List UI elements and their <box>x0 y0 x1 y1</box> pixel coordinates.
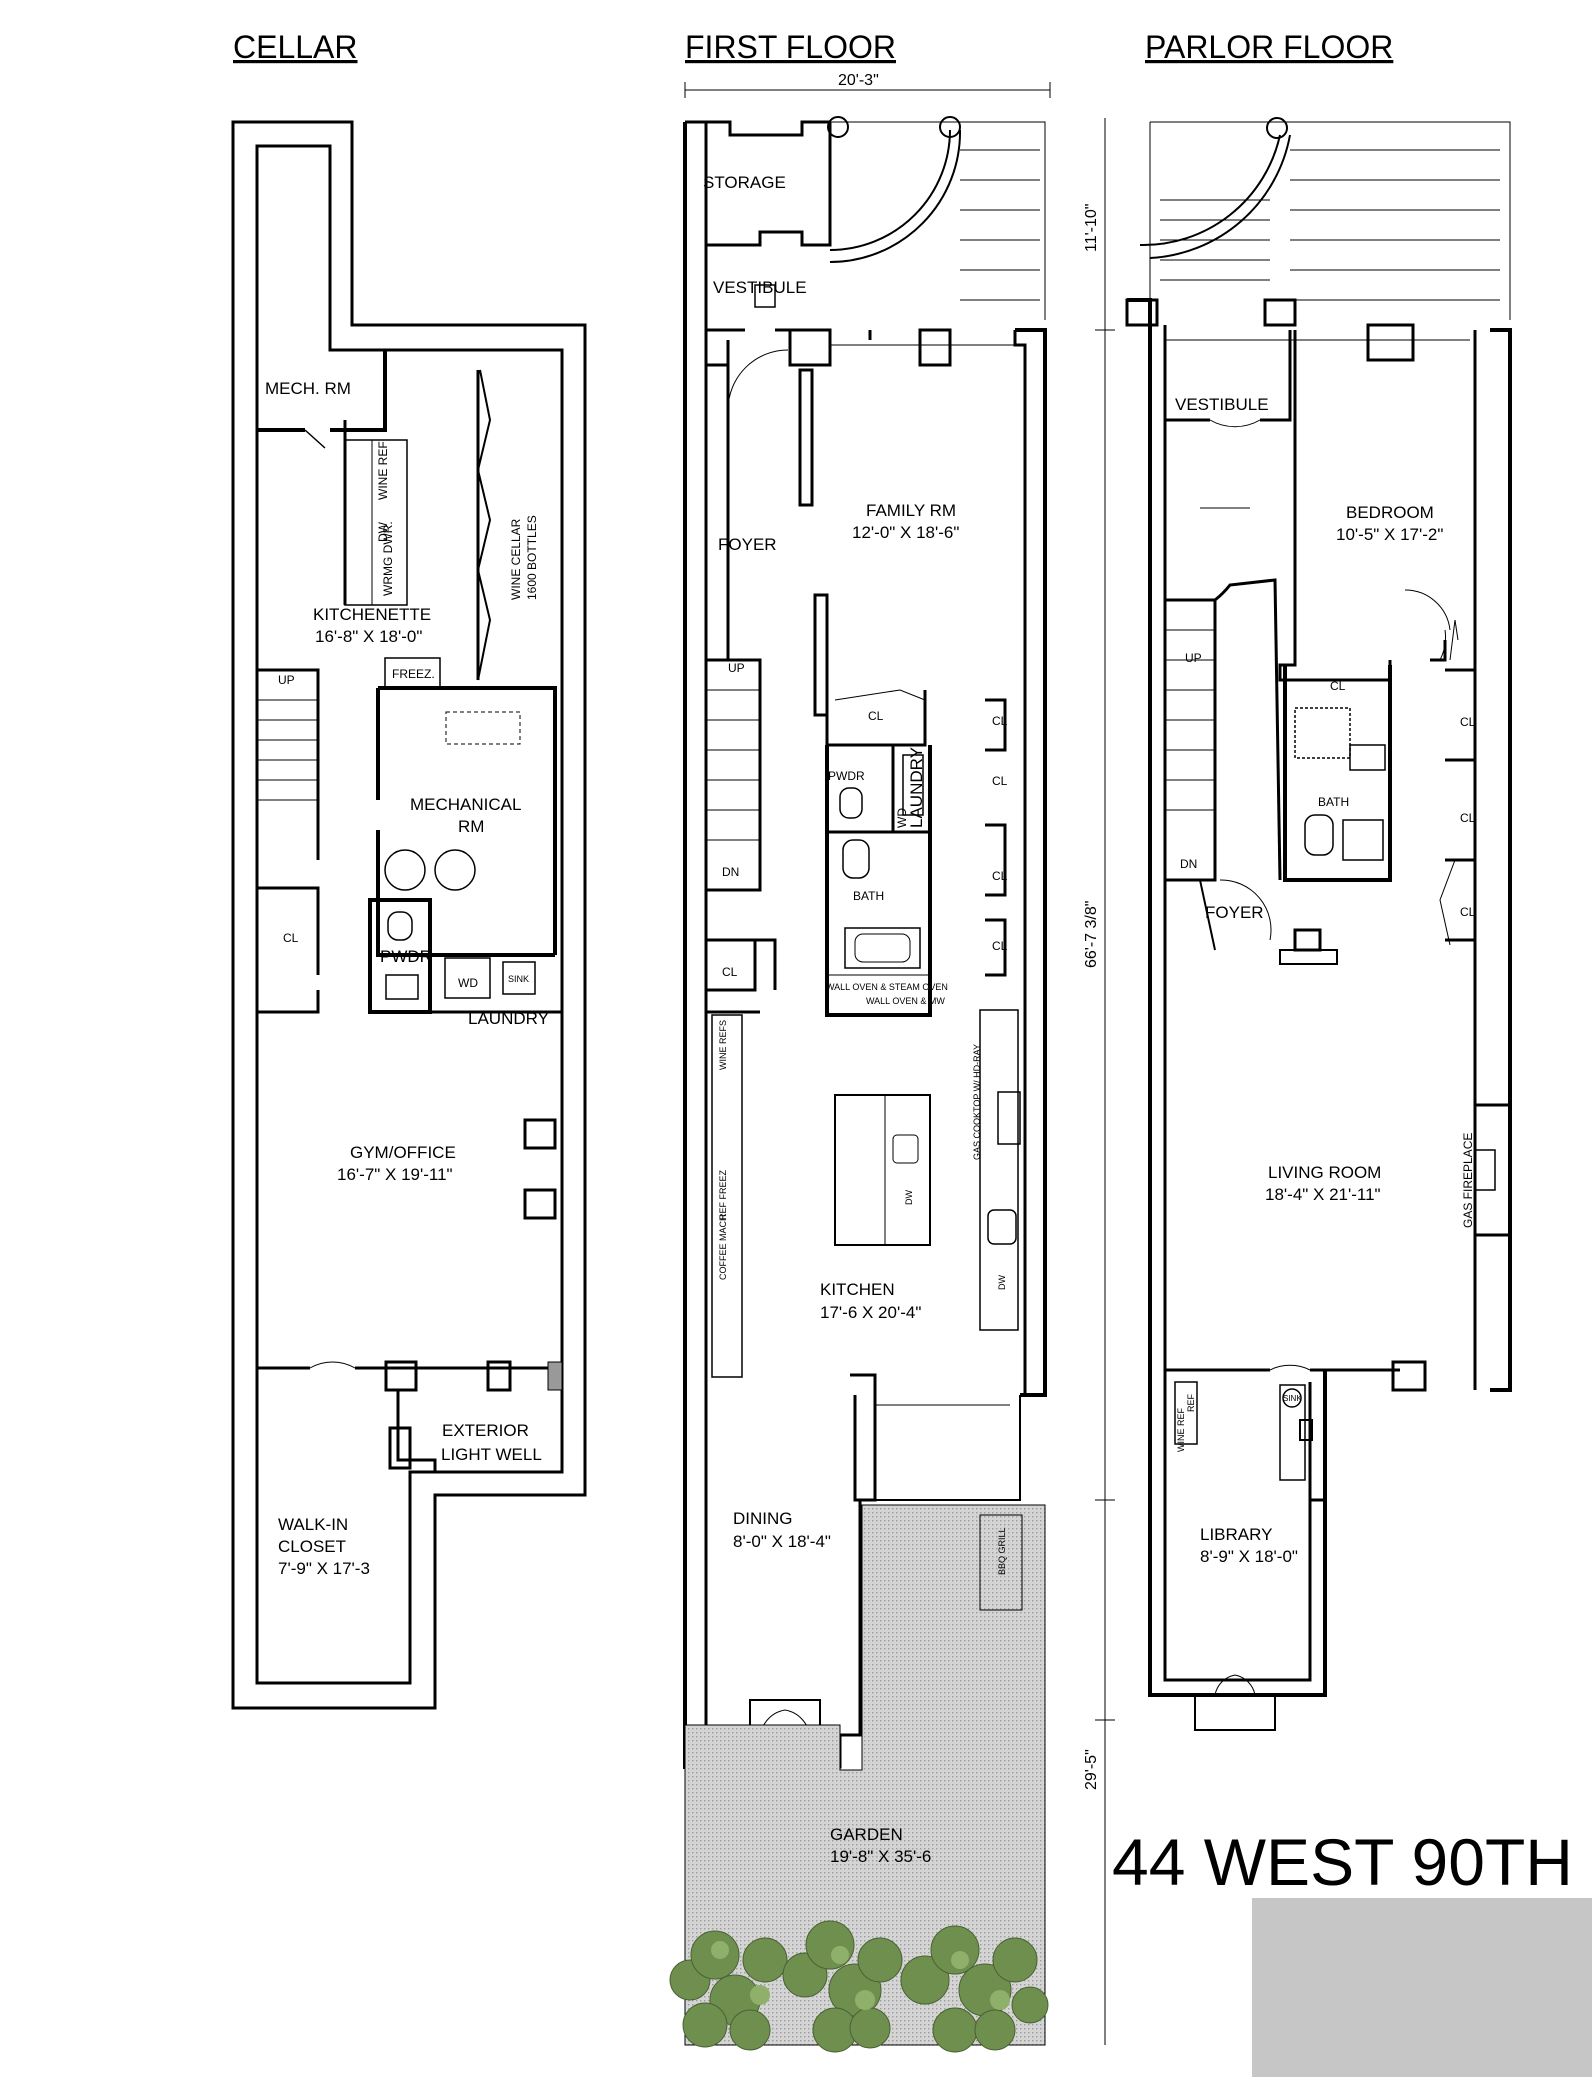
first-cl-right3-label: CL <box>992 869 1008 883</box>
parlor-vestibule-label: VESTIBULE <box>1175 395 1269 414</box>
cellar-sink-label: SINK <box>508 974 529 984</box>
garden-dim-label: 19'-8" X 35'-6 <box>830 1847 931 1866</box>
first-laundry-label: LAUNDRY <box>907 747 926 828</box>
parlor-floor-title: PARLOR FLOOR <box>1145 29 1393 65</box>
living-room-label: LIVING ROOM <box>1268 1163 1381 1182</box>
island-dw-label: DW <box>904 1190 914 1205</box>
first-floor-labels: 20'-3" 11'-10" 66'-7 3/8" 29'-5" STORAGE… <box>703 72 1100 1866</box>
cellar-plan <box>231 120 587 1710</box>
wall-oven-steam-label: WALL OVEN & STEAM OVEN <box>826 982 948 992</box>
first-wd-label: WD <box>895 808 909 828</box>
cellar-freez-label: FREEZ. <box>392 667 435 681</box>
garden-label: GARDEN <box>830 1825 903 1844</box>
cellar-wd-label: WD <box>458 976 478 990</box>
first-width-dim: 20'-3" <box>838 72 879 89</box>
first-bath-label: BATH <box>853 889 884 903</box>
wine-cellar-bottles-label: 1600 BOTTLES <box>525 515 539 600</box>
walkin-label: WALK-IN <box>278 1515 348 1534</box>
dining-dim-label: 8'-0" X 18'-4" <box>733 1532 831 1551</box>
cellar-pwdr-label: PWDR <box>380 947 432 966</box>
first-vestibule-label: VESTIBULE <box>713 278 807 297</box>
library-wine-ref-label: WINE REF <box>1176 1407 1186 1452</box>
light-well-label: LIGHT WELL <box>441 1445 542 1464</box>
gas-fireplace-label: GAS FIREPLACE <box>1461 1133 1475 1228</box>
parlor-cl-right1-label: CL <box>1460 715 1476 729</box>
family-dim-label: 12'-0" X 18'-6" <box>852 523 959 542</box>
parlor-foyer-label: FOYER <box>1205 903 1264 922</box>
bbq-grill-label: BBQ GRILL <box>997 1527 1007 1575</box>
bedroom-dim-label: 10'-5" X 17'-2" <box>1336 525 1443 544</box>
living-dim-label: 18'-4" X 21'-11" <box>1265 1185 1381 1204</box>
garden-depth-dim: 29'-5" <box>1083 1749 1100 1790</box>
first-pwdr-label: PWDR <box>828 769 865 783</box>
library-label: LIBRARY <box>1200 1525 1272 1544</box>
gas-cooktop-label: GAS COOKTOP W/ HD-RAY <box>972 1044 982 1160</box>
cellar-wine-ref-label: WINE REF <box>376 441 390 500</box>
library-ref-label: REF <box>1186 1393 1196 1412</box>
parlor-dn-label: DN <box>1180 857 1197 871</box>
first-dn-label: DN <box>722 865 739 879</box>
main-depth-dim: 66'-7 3/8" <box>1083 901 1100 968</box>
cellar-up-label: UP <box>278 673 295 687</box>
family-rm-label: FAMILY RM <box>866 501 956 520</box>
kitchen-label: KITCHEN <box>820 1280 895 1299</box>
garden-area <box>669 1504 1049 2053</box>
parlor-up-label: UP <box>1185 651 1202 665</box>
cellar-dw-label: DW <box>376 521 390 542</box>
coffee-mach-label: COFFEE MACH <box>718 1214 728 1280</box>
kitchenette-dim-label: 16'-8" X 18'-0" <box>315 627 422 646</box>
kitchen-dim-label: 17'-6 X 20'-4" <box>820 1303 921 1322</box>
parlor-floor-plan <box>1125 117 1512 1731</box>
gym-dim-label: 16'-7" X 19'-11" <box>337 1165 453 1184</box>
first-floor-title: FIRST FLOOR <box>685 29 896 65</box>
cellar-mech-rm-label: MECH. RM <box>265 379 351 398</box>
parlor-bath-label: BATH <box>1318 795 1349 809</box>
first-up-label: UP <box>728 661 745 675</box>
gray-corner-box <box>1252 1898 1592 2077</box>
ref-freez-label: REF FREEZ <box>718 1169 728 1220</box>
bedroom-label: BEDROOM <box>1346 503 1434 522</box>
first-foyer-label: FOYER <box>718 535 777 554</box>
counter-dw-label: DW <box>997 1275 1007 1290</box>
parlor-cl-bath-label: CL <box>1330 679 1346 693</box>
parlor-floor-labels: VESTIBULE BEDROOM 10'-5" X 17'-2" UP DN … <box>1175 395 1476 1566</box>
address-title: 44 WEST 90TH <box>1112 1825 1573 1899</box>
wine-refs-label: WINE REFS <box>718 1020 728 1070</box>
dining-label: DINING <box>733 1509 793 1528</box>
first-cl-core-label: CL <box>868 709 884 723</box>
first-cl-right4-label: CL <box>992 939 1008 953</box>
kitchenette-label: KITCHENETTE <box>313 605 431 624</box>
closet-label: CLOSET <box>278 1537 346 1556</box>
gym-label: GYM/OFFICE <box>350 1143 456 1162</box>
walkin-dim-label: 7'-9" X 17'-3 <box>278 1559 370 1578</box>
cellar-laundry-label: LAUNDRY <box>468 1009 549 1028</box>
storage-label: STORAGE <box>703 173 786 192</box>
mechanical-label: MECHANICAL <box>410 795 521 814</box>
cellar-labels: MECH. RM WINE REF DW WRMG DWR. WINE CELL… <box>265 379 549 1578</box>
wall-oven-mw-label: WALL OVEN & MW <box>866 996 945 1006</box>
parlor-cl-right2-label: CL <box>1460 811 1476 825</box>
cellar-title: CELLAR <box>233 29 358 65</box>
cellar-cl-label: CL <box>283 931 299 945</box>
wine-cellar-label: WINE CELLAR <box>509 518 523 600</box>
library-sink-label: SINK <box>1283 1394 1302 1403</box>
first-cl-stair-label: CL <box>722 965 738 979</box>
mechanical-rm-label: RM <box>458 817 484 836</box>
cellar-wrmg-dwr-label: WRMG DWR. <box>381 521 395 596</box>
first-cl-right1-label: CL <box>992 714 1008 728</box>
first-cl-right2-label: CL <box>992 774 1008 788</box>
exterior-label: EXTERIOR <box>442 1421 529 1440</box>
front-depth-dim: 11'-10" <box>1083 204 1100 252</box>
parlor-cl-right3-label: CL <box>1460 905 1476 919</box>
library-dim-label: 8'-9" X 18'-0" <box>1200 1547 1298 1566</box>
